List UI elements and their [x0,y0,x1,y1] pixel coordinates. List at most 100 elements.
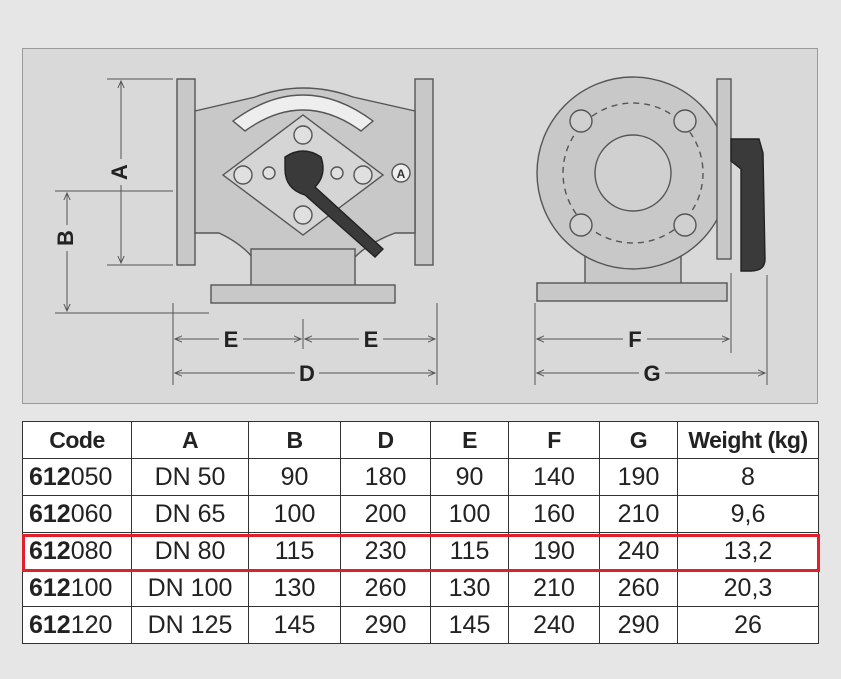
cell-b: 100 [248,495,341,533]
cell-g: 190 [599,458,678,496]
cell-weight: 20,3 [677,569,819,607]
cell-e: 100 [430,495,509,533]
table-row: 612060 DN 65 100 200 100 160 210 9,6 [22,495,819,533]
header-g: G [599,421,678,459]
cell-b: 115 [248,532,341,570]
dimension-label-a: A [107,164,132,180]
side-view [536,76,766,302]
label-bg-g [639,363,665,385]
left-flange [176,78,196,266]
table-row-highlighted: 612080 DN 80 115 230 115 190 240 13,2 [22,532,819,570]
cell-d: 200 [340,495,431,533]
cell-d: 260 [340,569,431,607]
port-marker-label: A [397,167,406,181]
code-prefix: 612 [29,462,71,491]
dimension-label-d: D [299,361,315,386]
label-bg-f [623,329,647,351]
cell-b: 145 [248,606,341,644]
code-suffix: 080 [70,536,113,565]
table-row: 612100 DN 100 130 260 130 210 260 20,3 [22,569,819,607]
table-header-row: Code A B D E F G Weight (kg) [22,421,819,459]
bolt-hole-bl [569,213,593,237]
port-marker-circle [391,163,411,183]
label-bg-b [55,225,79,251]
cell-code: 612120 [22,606,132,644]
bolt-hole-tl [569,109,593,133]
specification-table: Code A B D E F G Weight (kg) 612050 DN 5… [22,421,819,644]
dimension-label-e-right: E [364,327,379,352]
cell-f: 210 [508,569,600,607]
cell-a: DN 80 [131,532,249,570]
cell-f: 190 [508,532,600,570]
cell-a: DN 125 [131,606,249,644]
cell-g: 260 [599,569,678,607]
header-f: F [508,421,600,459]
dimension-label-f: F [628,327,641,352]
bolt-hole-br [673,213,697,237]
header-b: B [248,421,341,459]
cell-a: DN 65 [131,495,249,533]
cell-weight: 26 [677,606,819,644]
cell-d: 230 [340,532,431,570]
cell-e: 145 [430,606,509,644]
side-flange-edge [716,78,732,260]
cell-g: 210 [599,495,678,533]
header-code: Code [22,421,132,459]
label-bg-e-left [219,329,243,351]
label-bg-a [109,159,133,185]
cell-b: 90 [248,458,341,496]
cell-f: 240 [508,606,600,644]
header-e: E [430,421,509,459]
bottom-neck [250,248,356,288]
bolt-circle [562,102,704,244]
cell-code: 612080 [22,532,132,570]
header-weight: Weight (kg) [677,421,819,459]
right-flange [414,78,434,266]
header-a: A [131,421,249,459]
side-handle [730,138,766,272]
dimension-label-b: B [53,230,78,246]
code-suffix: 120 [70,610,113,639]
front-view [176,78,434,304]
cell-f: 140 [508,458,600,496]
table-row: 612050 DN 50 90 180 90 140 190 8 [22,458,819,496]
code-prefix: 612 [29,610,71,639]
code-prefix: 612 [29,536,71,565]
cell-code: 612050 [22,458,132,496]
cell-weight: 8 [677,458,819,496]
code-suffix: 060 [70,499,113,528]
code-prefix: 612 [29,499,71,528]
cell-g: 290 [599,606,678,644]
bore [594,134,672,212]
cell-a: DN 50 [131,458,249,496]
cell-b: 130 [248,569,341,607]
screw-left [233,165,253,185]
lever-handle [284,150,385,258]
cell-e: 115 [430,532,509,570]
dimension-label-g: G [643,361,660,386]
cell-g: 240 [599,532,678,570]
code-suffix: 050 [70,462,113,491]
bottom-flange [210,284,396,304]
label-bg-e-right [359,329,383,351]
table-row: 612120 DN 125 145 290 145 240 290 26 [22,606,819,644]
cell-a: DN 100 [131,569,249,607]
scale-plate [231,94,375,132]
cell-d: 180 [340,458,431,496]
screw-top [293,125,313,145]
valve-drawing: A A B E E D [53,76,768,386]
cell-e: 90 [430,458,509,496]
screw-right [353,165,373,185]
cell-e: 130 [430,569,509,607]
cell-f: 160 [508,495,600,533]
screw-bottom [293,205,313,225]
header-d: D [340,421,431,459]
cell-code: 612100 [22,569,132,607]
side-bottom-flange [536,282,728,302]
code-suffix: 100 [70,573,113,602]
technical-drawing-panel: A A B E E D [22,48,818,404]
screw-inner-right [330,166,344,180]
screw-inner-left [262,166,276,180]
dimension-label-e-left: E [224,327,239,352]
code-prefix: 612 [29,573,71,602]
